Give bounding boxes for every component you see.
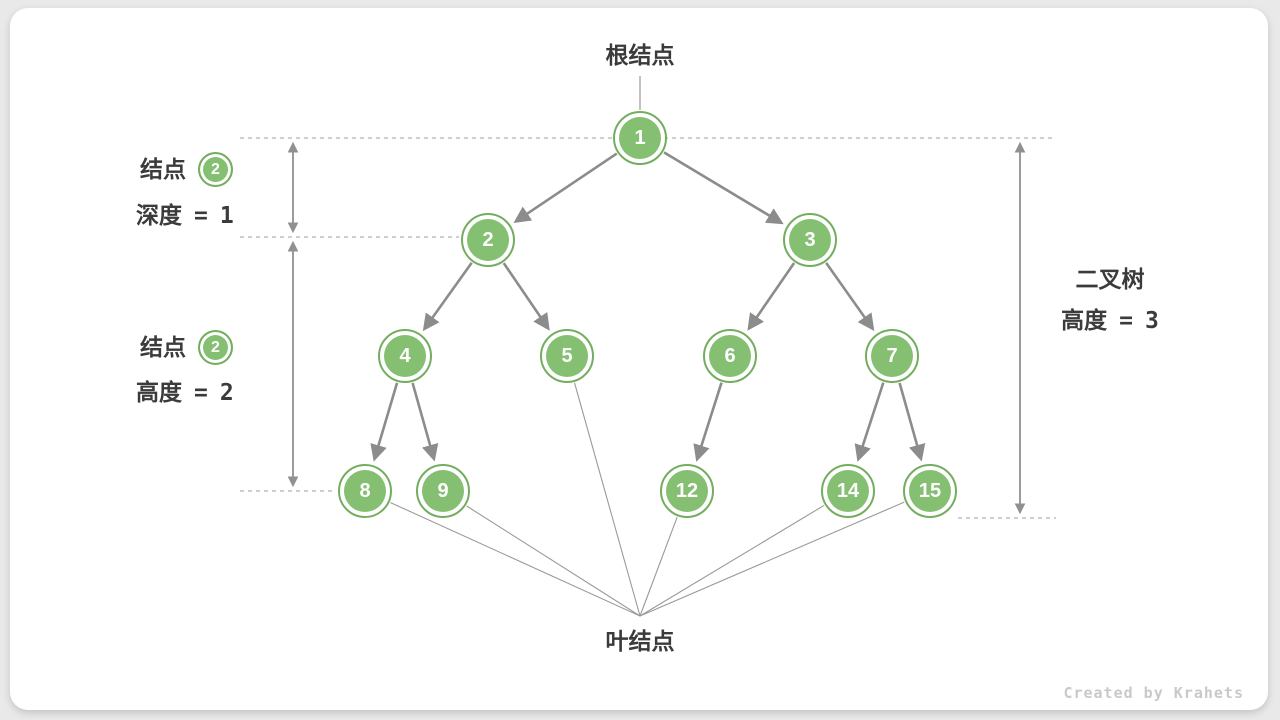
node-2-badge-2: 2 [198, 330, 233, 365]
root-label: 根结点 [605, 42, 675, 68]
node-value-label: 2 [482, 229, 493, 251]
node-circle [384, 335, 426, 377]
node-value-label: 6 [724, 345, 735, 367]
tree-edges-layer [370, 151, 926, 462]
leaf-connector-line [639, 504, 825, 617]
node-value-label: 9 [437, 480, 448, 502]
node-value-label: 12 [676, 480, 698, 502]
leaf-label: 叶结点 [605, 628, 675, 654]
tree-edge-2-5 [502, 262, 550, 331]
tree-height-annotation: 二叉树 高度 = 3 [1035, 268, 1185, 333]
thin-connector-layer [390, 76, 905, 617]
depth-metric-label: 深度 [136, 202, 182, 228]
tree-node-8: 8 [338, 464, 392, 518]
leaf-connector-line [639, 501, 905, 617]
tree-node-6: 6 [703, 329, 757, 383]
height-value: 2 [219, 380, 234, 406]
depth-value: 1 [219, 203, 234, 229]
tree-edge-7-14 [854, 382, 885, 462]
tree-node-15: 15 [903, 464, 957, 518]
node-circle [422, 470, 464, 512]
node-value-label: 8 [359, 480, 370, 502]
node-circle [709, 335, 751, 377]
height-metric-label: 高度 [136, 379, 182, 405]
node-value-label: 1 [634, 127, 645, 149]
tree-node-12: 12 [660, 464, 714, 518]
tree-edge-4-8 [370, 382, 399, 462]
node-height-prefix: 结点 [140, 334, 186, 360]
node-value-label: 4 [399, 345, 411, 367]
tree-node-4: 4 [378, 329, 432, 383]
node-value-label: 15 [919, 480, 941, 502]
leaf-connector-line [466, 505, 641, 617]
node-depth-prefix: 结点 [140, 156, 186, 182]
tree-node-3: 3 [783, 213, 837, 267]
node-value-label: 7 [886, 345, 897, 367]
height-equals-sign: = [194, 380, 208, 406]
tree-height-metric-label: 高度 [1061, 307, 1108, 333]
node-circle [827, 470, 869, 512]
tree-height-equals-sign: = [1119, 308, 1133, 334]
node-circle [909, 470, 951, 512]
tree-edge-7-15 [898, 382, 926, 462]
tree-edge-1-3 [663, 151, 784, 225]
node-depth-equation: 深度 = 1 [136, 204, 234, 228]
node-value-label: 14 [837, 480, 860, 502]
leaf-connector-line [639, 517, 678, 617]
watermark: Created by Krahets [1063, 684, 1244, 702]
node-height-equation: 高度 = 2 [136, 381, 234, 405]
tree-node-2: 2 [461, 213, 515, 267]
tree-node-1: 1 [613, 111, 667, 165]
node-circle [546, 335, 588, 377]
node-depth-title: 结点 2 [140, 152, 233, 187]
leaf-connector-line [574, 382, 641, 617]
tree-edge-2-4 [422, 262, 473, 332]
tree-edge-4-9 [411, 382, 439, 462]
node-height-title: 结点 2 [140, 330, 233, 365]
tree-height-title: 二叉树 [1075, 266, 1145, 292]
tree-node-9: 9 [416, 464, 470, 518]
tree-edge-3-6 [747, 262, 796, 331]
node-circle [344, 470, 386, 512]
node-circle [789, 219, 831, 261]
node-value-label: 5 [561, 345, 572, 367]
depth-equals-sign: = [194, 203, 208, 229]
node-2-badge: 2 [198, 152, 233, 187]
tree-node-14: 14 [821, 464, 875, 518]
tree-height-value: 3 [1145, 308, 1159, 334]
tree-edge-3-7 [825, 262, 875, 331]
tree-edge-1-2 [513, 152, 618, 223]
guide-lines-layer [240, 137, 1056, 519]
node-value-label: 3 [804, 229, 815, 251]
tree-node-7: 7 [865, 329, 919, 383]
tree-node-5: 5 [540, 329, 594, 383]
leaf-connector-line [390, 502, 641, 617]
node-circle [871, 335, 913, 377]
node-circle [619, 117, 661, 159]
node-circle [666, 470, 708, 512]
node-circle [467, 219, 509, 261]
tree-edge-6-12 [693, 382, 723, 462]
tree-height-equation: 高度 = 3 [1035, 309, 1185, 333]
